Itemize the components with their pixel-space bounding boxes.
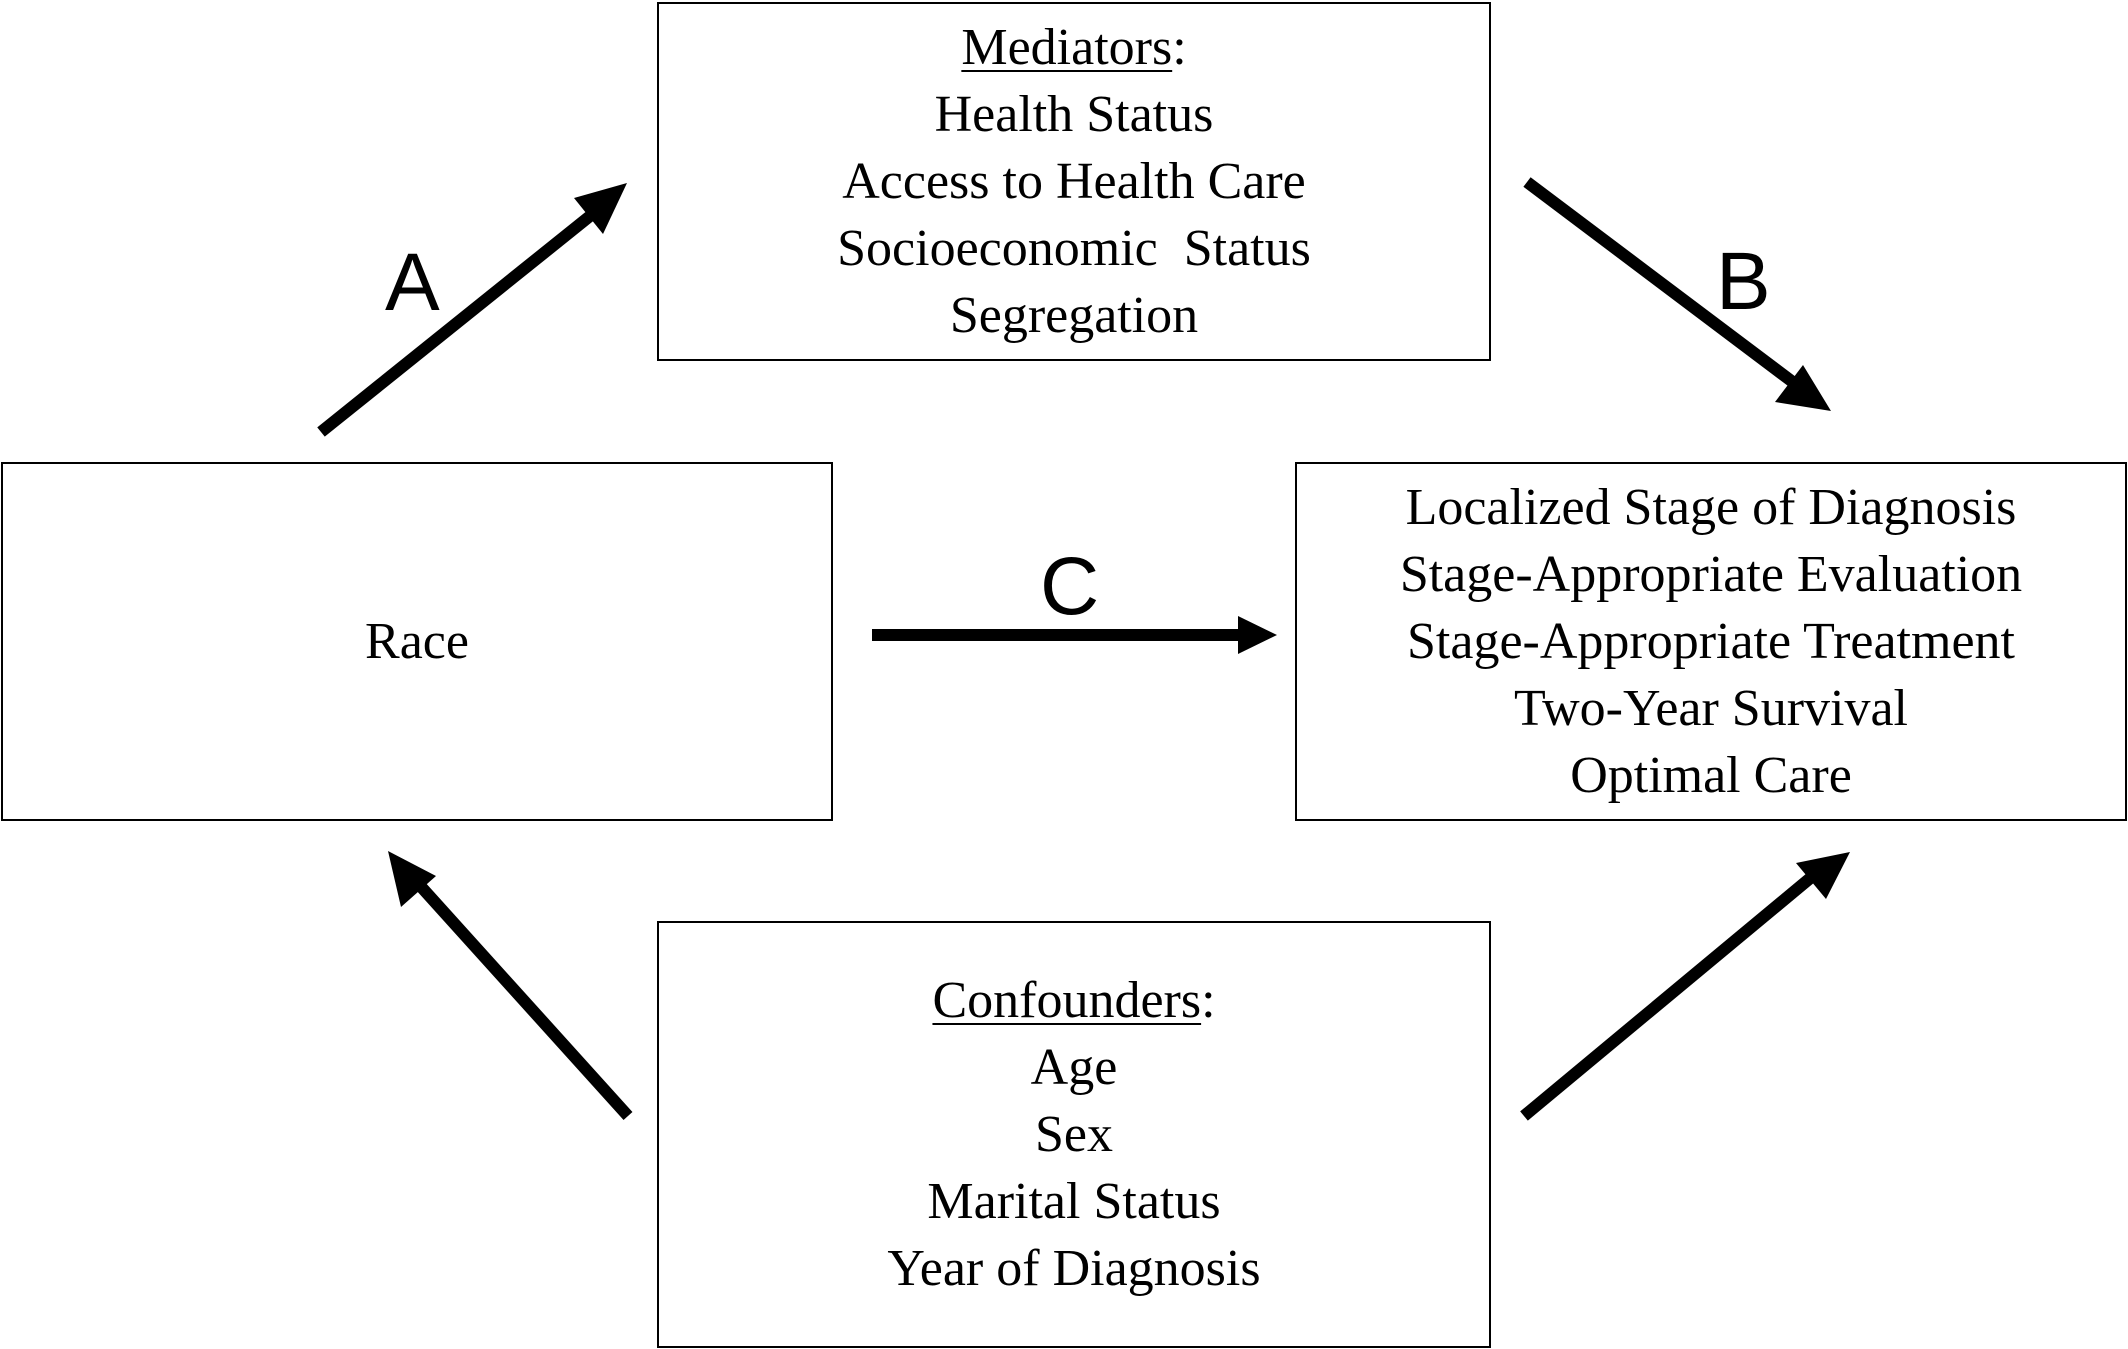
mediator-item: Segregation xyxy=(949,287,1199,344)
arrow-a-shaft xyxy=(317,203,604,437)
mediator-item: Health Status xyxy=(934,86,1214,143)
arrow-confounders-race-head xyxy=(388,851,436,907)
mediators-heading: Mediators xyxy=(961,19,1173,76)
arrow-confounders-outcomes-head xyxy=(1796,852,1850,899)
outcome-item: Stage-Appropriate Evaluation xyxy=(1399,546,2023,603)
outcome-item: Stage-Appropriate Treatment xyxy=(1407,613,2015,670)
arrow-b-shaft xyxy=(1523,177,1806,394)
mediators-colon: : xyxy=(1172,19,1187,76)
path-a-label: A xyxy=(385,237,440,328)
confounders-colon: : xyxy=(1201,972,1216,1029)
path-c-label: C xyxy=(1040,541,1100,632)
confounders-box: Confounders: Age Sex Marital Status Year… xyxy=(657,921,1491,1348)
confounder-item: Sex xyxy=(1035,1106,1113,1163)
mediator-item: Access to Health Care xyxy=(842,153,1306,210)
outcome-item: Optimal Care xyxy=(1570,747,1852,804)
mediators-box: Mediators: Health Status Access to Healt… xyxy=(657,2,1491,361)
arrow-confounders-race-shaft xyxy=(410,875,633,1121)
outcome-item: Localized Stage of Diagnosis xyxy=(1405,479,2017,536)
outcomes-box: Localized Stage of Diagnosis Stage-Appro… xyxy=(1295,462,2127,821)
arrow-confounders-outcomes-shaft xyxy=(1520,865,1824,1121)
confounders-heading-line: Confounders: xyxy=(932,967,1215,1034)
confounder-item: Year of Diagnosis xyxy=(887,1240,1261,1297)
race-box: Race xyxy=(1,462,833,821)
mediators-heading-line: Mediators: xyxy=(961,14,1186,81)
arrow-c-head xyxy=(1238,616,1277,654)
confounder-item: Age xyxy=(1030,1039,1118,1096)
arrow-a-head xyxy=(574,183,627,234)
race-label: Race xyxy=(365,613,469,670)
arrow-b-head xyxy=(1775,365,1831,411)
confounder-item: Marital Status xyxy=(927,1173,1221,1230)
path-b-label: B xyxy=(1716,236,1771,327)
mediator-item: Socioeconomic Status xyxy=(837,220,1311,277)
outcome-item: Two-Year Survival xyxy=(1513,680,1909,737)
confounders-heading: Confounders xyxy=(932,972,1202,1029)
